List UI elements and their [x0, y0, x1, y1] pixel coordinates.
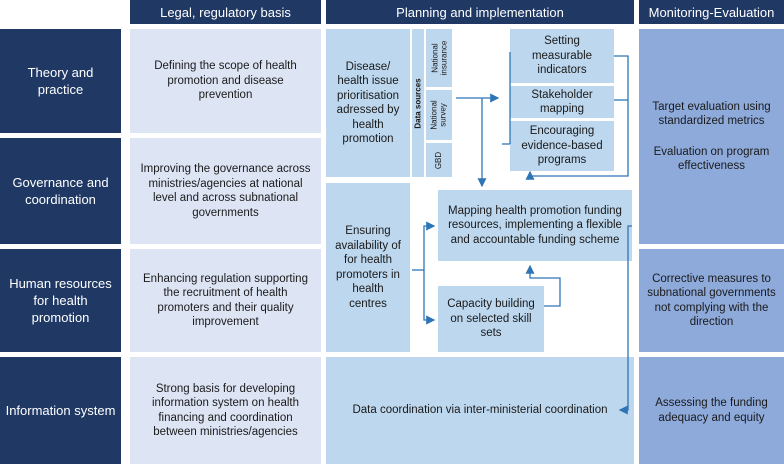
legal-info-cell: Strong basis for developing information …	[130, 357, 321, 464]
data-coordination-box: Data coordination via inter-ministerial …	[326, 357, 634, 464]
row-governance: Governance and coordination	[0, 138, 121, 244]
monitoring-theory-governance-cell: Target evaluation using standardized met…	[639, 29, 784, 244]
funding-box: Mapping health promotion funding resourc…	[438, 190, 632, 261]
indicators-box: Setting measurable indicators	[510, 29, 614, 83]
legal-governance-cell: Improving the governance across ministri…	[130, 138, 321, 244]
arrow-funding-to-data-coordination	[618, 225, 632, 415]
header-legal: Legal, regulatory basis	[130, 0, 321, 24]
row-human-resources: Human resources for health promotion	[0, 249, 121, 352]
legal-theory-cell: Defining the scope of health promotion a…	[130, 29, 321, 133]
data-source-national-insurance: National insurance	[426, 29, 452, 87]
arrow-indicators-loop	[525, 55, 629, 180]
header-planning: Planning and implementation	[326, 0, 634, 24]
arrow-availability-to-capacity	[423, 228, 436, 325]
monitoring-info-cell: Assessing the funding adequacy and equit…	[639, 357, 784, 464]
evidence-programs-box: Encouraging evidence-based programs	[510, 121, 614, 171]
row-information-system: Information system	[0, 357, 121, 464]
target-evaluation-text: Target evaluation using standardized met…	[652, 100, 771, 128]
arrow-availability-to-funding	[423, 221, 436, 231]
arrow-capacity-to-funding	[525, 264, 561, 307]
legal-human-cell: Enhancing regulation supporting the recr…	[130, 249, 321, 352]
data-source-national-survey: National survey	[426, 90, 452, 140]
header-monitoring: Monitoring-Evaluation	[639, 0, 784, 24]
program-effectiveness-text: Evaluation on program effectiveness	[653, 145, 770, 173]
stakeholder-mapping-box: Stakeholder mapping	[510, 86, 614, 118]
row-theory-practice: Theory and practice	[0, 29, 121, 133]
capacity-building-box: Capacity building on selected skill sets	[438, 286, 544, 352]
availability-box: Ensuring availability of for health prom…	[326, 183, 410, 352]
prioritisation-box: Disease/ health issue prioritisation adr…	[326, 29, 410, 177]
monitoring-human-cell: Corrective measures to subnational gover…	[639, 249, 784, 352]
data-source-gbd: GBD	[426, 143, 452, 177]
data-sources-label: Data sources	[412, 29, 424, 177]
